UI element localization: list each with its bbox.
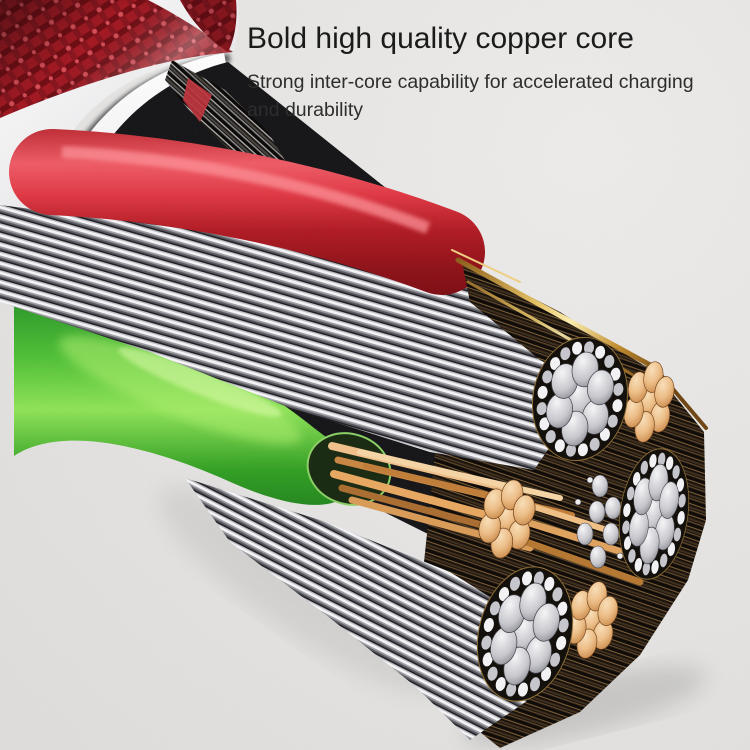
subtitle-line-2: and durability bbox=[247, 99, 363, 121]
subtitle: Strong inter-core capability for acceler… bbox=[247, 68, 727, 124]
page-title: Bold high quality copper core bbox=[247, 22, 634, 55]
heading: Bold high quality copper core Strong int… bbox=[247, 20, 727, 124]
subtitle-line-1: Strong inter-core capability for acceler… bbox=[247, 71, 694, 93]
